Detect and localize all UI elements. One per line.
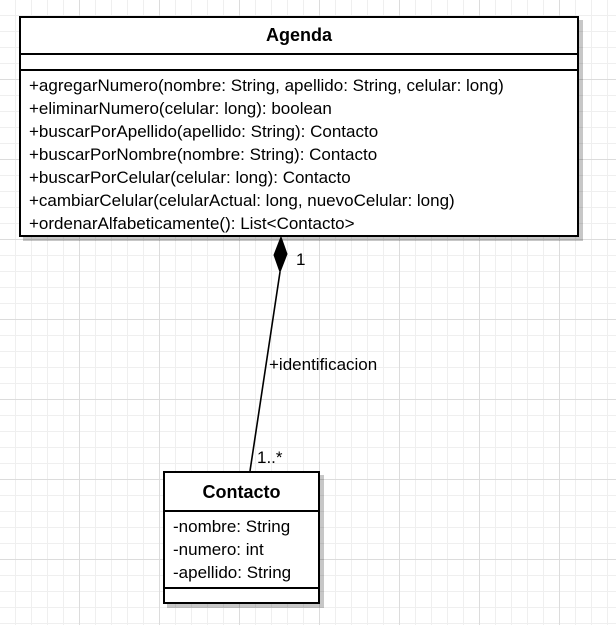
association-line[interactable] — [249, 271, 281, 472]
class-contacto-name: Contacto — [165, 473, 318, 512]
class-contacto[interactable]: Contacto -nombre: String -numero: int -a… — [163, 471, 320, 604]
operation-eliminar-numero: +eliminarNumero(celular: long): boolean — [29, 99, 332, 118]
class-contacto-attributes: -nombre: String -numero: int -apellido: … — [165, 512, 318, 589]
operation-buscar-por-celular: +buscarPorCelular(celular: long): Contac… — [29, 168, 351, 187]
attribute-apellido: -apellido: String — [173, 563, 292, 582]
operation-buscar-por-apellido: +buscarPorApellido(apellido: String): Co… — [29, 122, 379, 141]
class-contacto-operations — [165, 589, 318, 602]
composition-diamond-icon — [273, 235, 288, 274]
association-role-label: +identificacion — [269, 355, 378, 374]
class-agenda-attributes — [21, 55, 577, 71]
operation-buscar-por-nombre: +buscarPorNombre(nombre: String): Contac… — [29, 145, 378, 164]
attribute-numero: -numero: int — [173, 540, 264, 559]
multiplicity-contacto: 1..* — [257, 448, 283, 467]
multiplicity-agenda: 1 — [296, 250, 306, 269]
class-agenda-operations: +agregarNumero(nombre: String, apellido:… — [21, 71, 577, 235]
class-agenda[interactable]: Agenda +agregarNumero(nombre: String, ap… — [19, 16, 579, 237]
attribute-nombre: -nombre: String — [173, 517, 291, 536]
operation-ordenar-alfabeticamente: +ordenarAlfabeticamente(): List<Contacto… — [29, 214, 355, 233]
class-agenda-name: Agenda — [21, 18, 577, 55]
operation-agregar-numero: +agregarNumero(nombre: String, apellido:… — [29, 76, 504, 95]
operation-cambiar-celular: +cambiarCelular(celularActual: long, nue… — [29, 191, 455, 210]
